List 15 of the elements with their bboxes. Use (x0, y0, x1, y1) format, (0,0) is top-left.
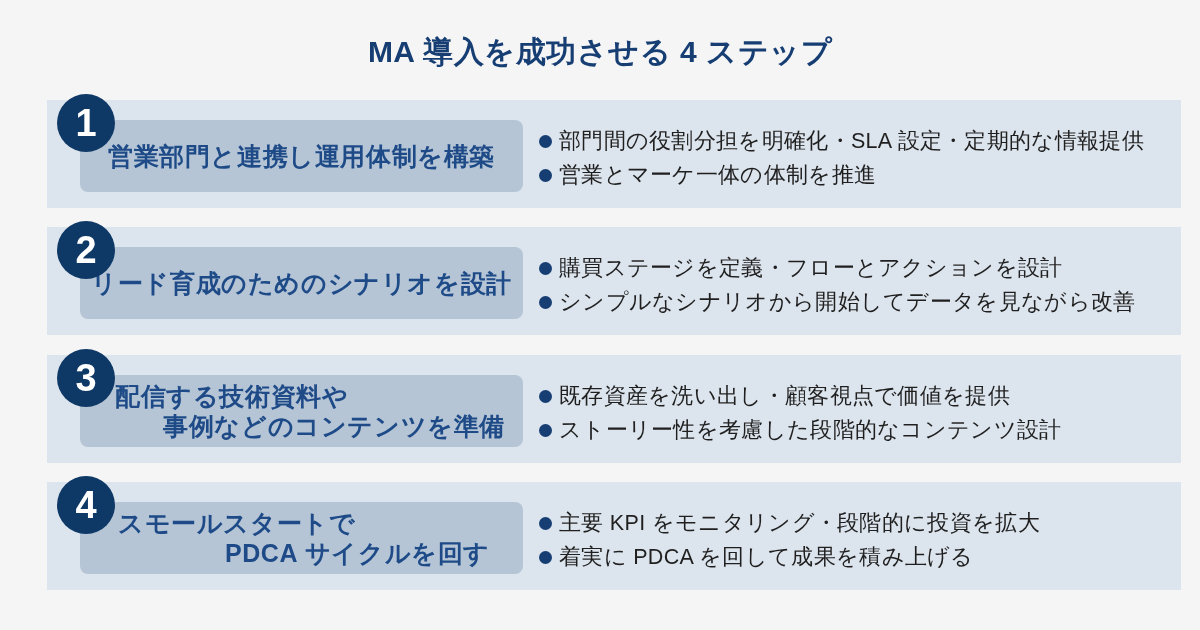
step-title: スモールスタートでPDCA サイクルを回す (118, 508, 490, 568)
bullet-text: ストーリー性を考慮した段階的なコンテンツ設計 (559, 417, 1062, 444)
step-band (47, 227, 1181, 335)
step-title: 配信する技術資料や事例などのコンテンツを準備 (115, 381, 505, 441)
bullet-text: 部門間の役割分担を明確化・SLA 設定・定期的な情報提供 (559, 128, 1144, 155)
bullet-text: シンプルなシナリオから開始してデータを見ながら改善 (559, 289, 1136, 316)
bullet-text: 営業とマーケ一体の体制を推進 (559, 162, 877, 189)
bullet-text: 購買ステージを定義・フローとアクションを設計 (559, 255, 1063, 282)
step-band (47, 100, 1181, 208)
step-band (47, 355, 1181, 463)
step-band (47, 482, 1181, 590)
bullet-text: 着実に PDCA を回して成果を積み上げる (559, 544, 974, 571)
bullet-text: 主要 KPI をモニタリング・段階的に投資を拡大 (559, 510, 1040, 537)
bullet-text: 既存資産を洗い出し・顧客視点で価値を提供 (559, 383, 1010, 410)
diagram-title: MA 導入を成功させる 4 ステップ (367, 34, 833, 70)
